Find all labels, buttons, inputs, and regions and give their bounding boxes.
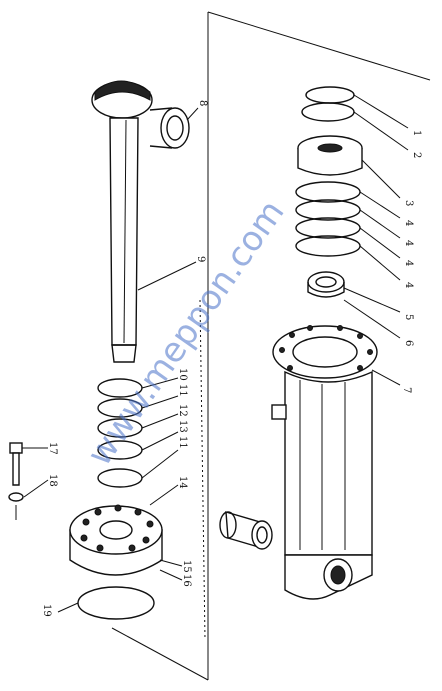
callout-4b: 4 — [403, 240, 414, 246]
cylinder-barrel — [271, 325, 378, 600]
callout-1: 1 — [411, 130, 422, 136]
cylinder-head — [69, 504, 163, 576]
assembly-guide-lines — [111, 11, 431, 681]
callout-4d: 4 — [403, 282, 414, 288]
callout-7: 7 — [401, 387, 412, 393]
piston-rod — [91, 80, 190, 363]
callout-11b: 11 — [177, 436, 188, 449]
callout-18: 18 — [47, 474, 58, 487]
callout-15: 15 — [181, 560, 192, 573]
callout-leaders — [22, 94, 409, 613]
callout-13: 13 — [177, 420, 188, 433]
head-o-ring — [77, 586, 155, 620]
callout-16: 16 — [181, 574, 192, 587]
bolt-and-washer — [8, 442, 24, 520]
callout-11a: 11 — [177, 384, 188, 397]
callout-12: 12 — [177, 404, 188, 417]
piston-seal-stack — [295, 86, 363, 298]
callout-labels: 1 2 3 4 4 4 4 5 6 7 8 9 10 11 12 13 11 1… — [41, 100, 422, 617]
callout-2: 2 — [411, 152, 422, 158]
callout-17: 17 — [47, 442, 58, 455]
callout-10: 10 — [177, 368, 188, 381]
callout-9: 9 — [195, 256, 206, 262]
callout-5: 5 — [403, 314, 414, 320]
callout-3: 3 — [403, 200, 414, 206]
end-bushing — [219, 511, 273, 550]
callout-14: 14 — [177, 476, 188, 489]
callout-19: 19 — [41, 604, 52, 617]
callout-8: 8 — [197, 100, 208, 106]
callout-4c: 4 — [403, 260, 414, 266]
callout-6: 6 — [403, 340, 414, 346]
callout-4a: 4 — [403, 220, 414, 226]
